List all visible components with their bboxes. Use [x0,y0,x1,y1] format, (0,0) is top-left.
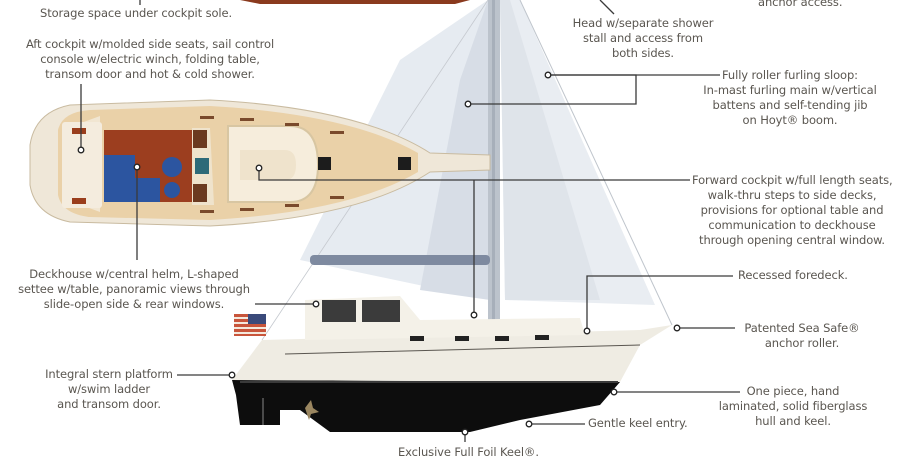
label-anchor-access: anchor access. [758,0,843,9]
label-deckhouse: Deckhouse w/central helm, L-shaped sette… [18,267,250,311]
label-furling: Fully roller furling sloop: In-mast furl… [703,68,877,127]
side-profile [232,296,672,432]
callout-dots [77,71,681,436]
label-aft-cockpit: Aft cockpit w/molded side seats, sail co… [25,37,275,81]
leader-lines [80,0,740,442]
us-flag [234,314,266,336]
label-head: Head w/separate shower stall and access … [572,16,714,60]
label-hull: One piece, hand laminated, solid fibergl… [718,384,868,428]
label-keel-entry: Gentle keel entry. [588,416,688,430]
label-storage: Storage space under cockpit sole. [40,6,233,20]
label-foredeck: Recessed foredeck. [738,268,848,282]
label-anchor-roller: Patented Sea Safe® anchor roller. [744,321,860,350]
boom [310,255,490,265]
jib-shade [500,0,600,300]
label-full-foil-keel: Exclusive Full Foil Keel®. [398,445,539,459]
label-stern-platform: Integral stern platform w/swim ladder an… [45,367,173,411]
upper-hull-edge [240,0,470,4]
mainsail-shade [420,0,490,300]
plan-view [29,99,491,227]
label-forward-cockpit: Forward cockpit w/full length seats, wal… [692,173,893,247]
